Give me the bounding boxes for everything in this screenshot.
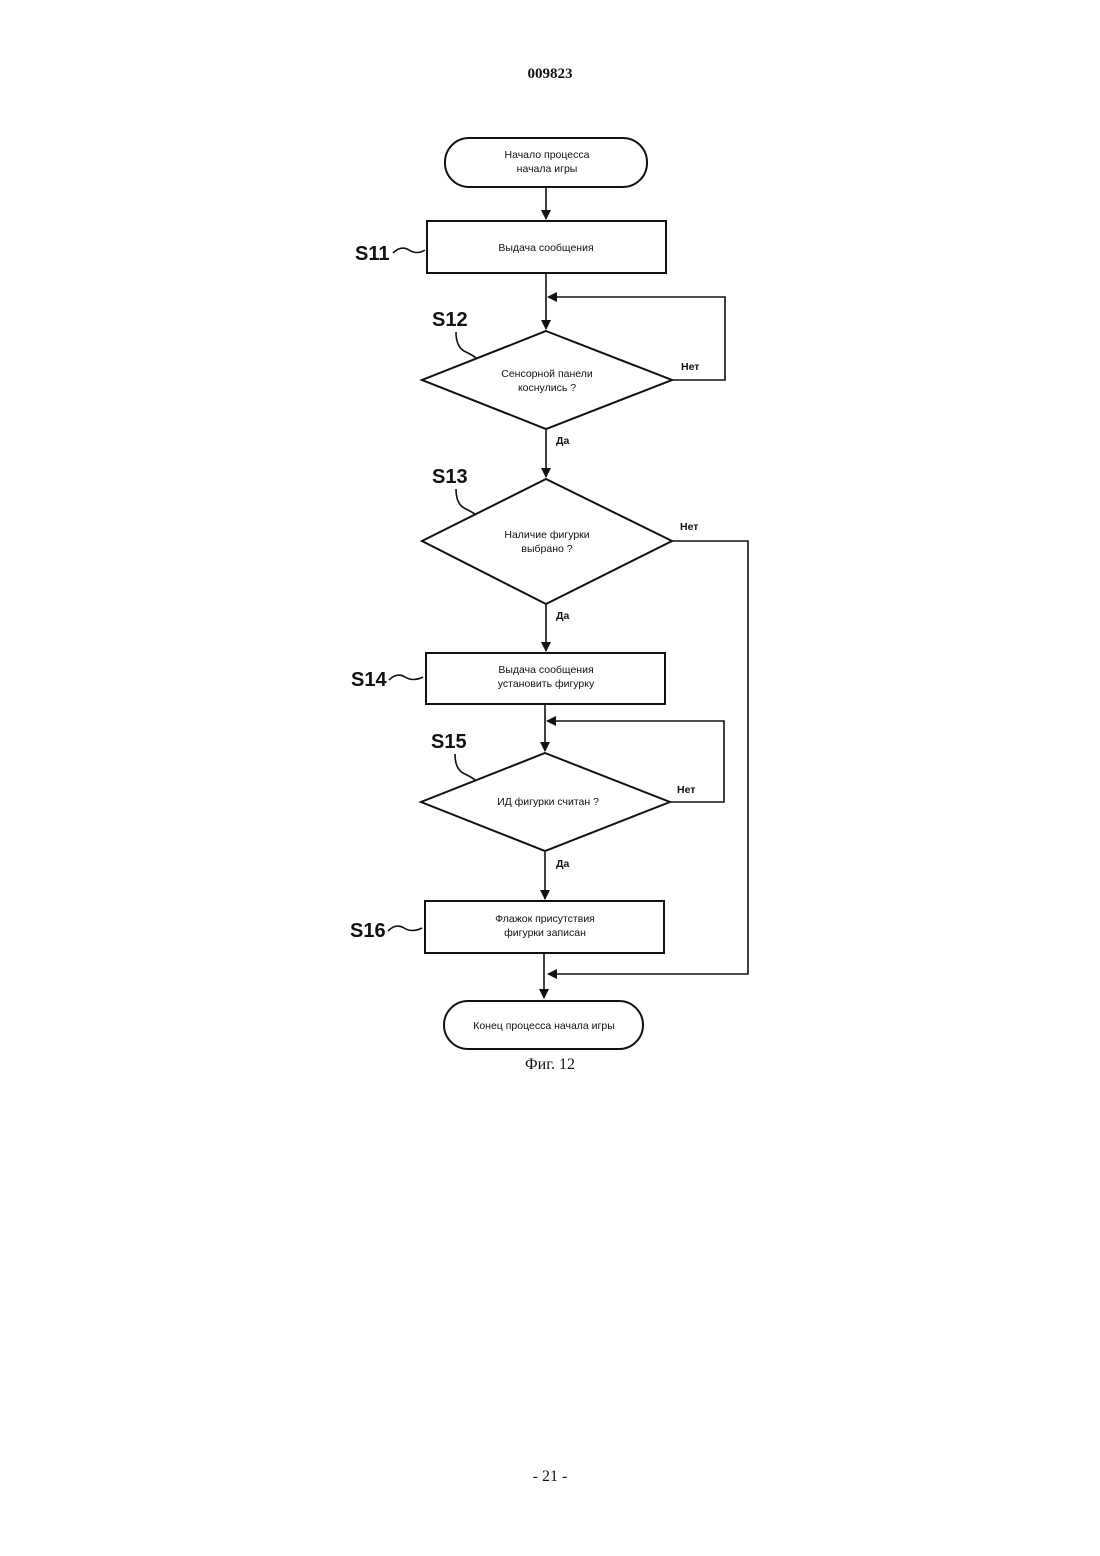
s12-text-line1: Сенсорной панели: [501, 368, 593, 380]
figure-caption: Фиг. 12: [0, 1056, 1100, 1074]
s15-label: S15: [431, 731, 467, 753]
s12-leader: [456, 332, 476, 358]
s13-no-label: Нет: [680, 521, 698, 533]
s13-leader: [456, 489, 476, 515]
s12-no-label: Нет: [681, 361, 699, 373]
s13-yes-label: Да: [556, 610, 569, 622]
s15-no-label: Нет: [677, 784, 695, 796]
end-text: Конец процесса начала игры: [473, 1020, 615, 1032]
s11-leader: [393, 248, 425, 253]
s15-yes-label: Да: [556, 858, 569, 870]
s14-text-line1: Выдача сообщения: [498, 664, 593, 676]
s12-yes-label: Да: [556, 435, 569, 447]
step-s14: Выдача сообщения установить фигурку: [426, 653, 665, 704]
s12-text-line2: коснулись ?: [518, 382, 576, 394]
start-text-line2: начала игры: [517, 163, 578, 175]
s16-text-line2: фигурки записан: [504, 927, 586, 939]
s16-text-line1: Флажок присутствия: [495, 913, 595, 925]
s14-label: S14: [351, 669, 387, 691]
step-s11: Выдача сообщения: [427, 221, 666, 273]
s11-text: Выдача сообщения: [498, 242, 593, 254]
s16-label: S16: [350, 920, 386, 942]
s13-label: S13: [432, 466, 468, 488]
start-text-line1: Начало процесса: [505, 149, 590, 161]
step-s16: Флажок присутствия фигурки записан: [425, 901, 664, 953]
s13-text-line1: Наличие фигурки: [504, 529, 589, 541]
start-terminator: Начало процесса начала игры: [445, 138, 647, 187]
s13-text-line2: выбрано ?: [521, 543, 572, 555]
s15-leader: [455, 754, 475, 780]
page-number: - 21 -: [0, 1468, 1100, 1486]
s11-label: S11: [355, 243, 389, 265]
s14-leader: [389, 675, 423, 680]
s12-label: S12: [432, 309, 468, 331]
s14-text-line2: установить фигурку: [498, 678, 595, 690]
end-terminator: Конец процесса начала игры: [444, 1001, 643, 1049]
s15-text: ИД фигурки считан ?: [497, 796, 599, 808]
s16-leader: [388, 926, 422, 931]
decision-s13: Наличие фигурки выбрано ?: [422, 479, 672, 604]
